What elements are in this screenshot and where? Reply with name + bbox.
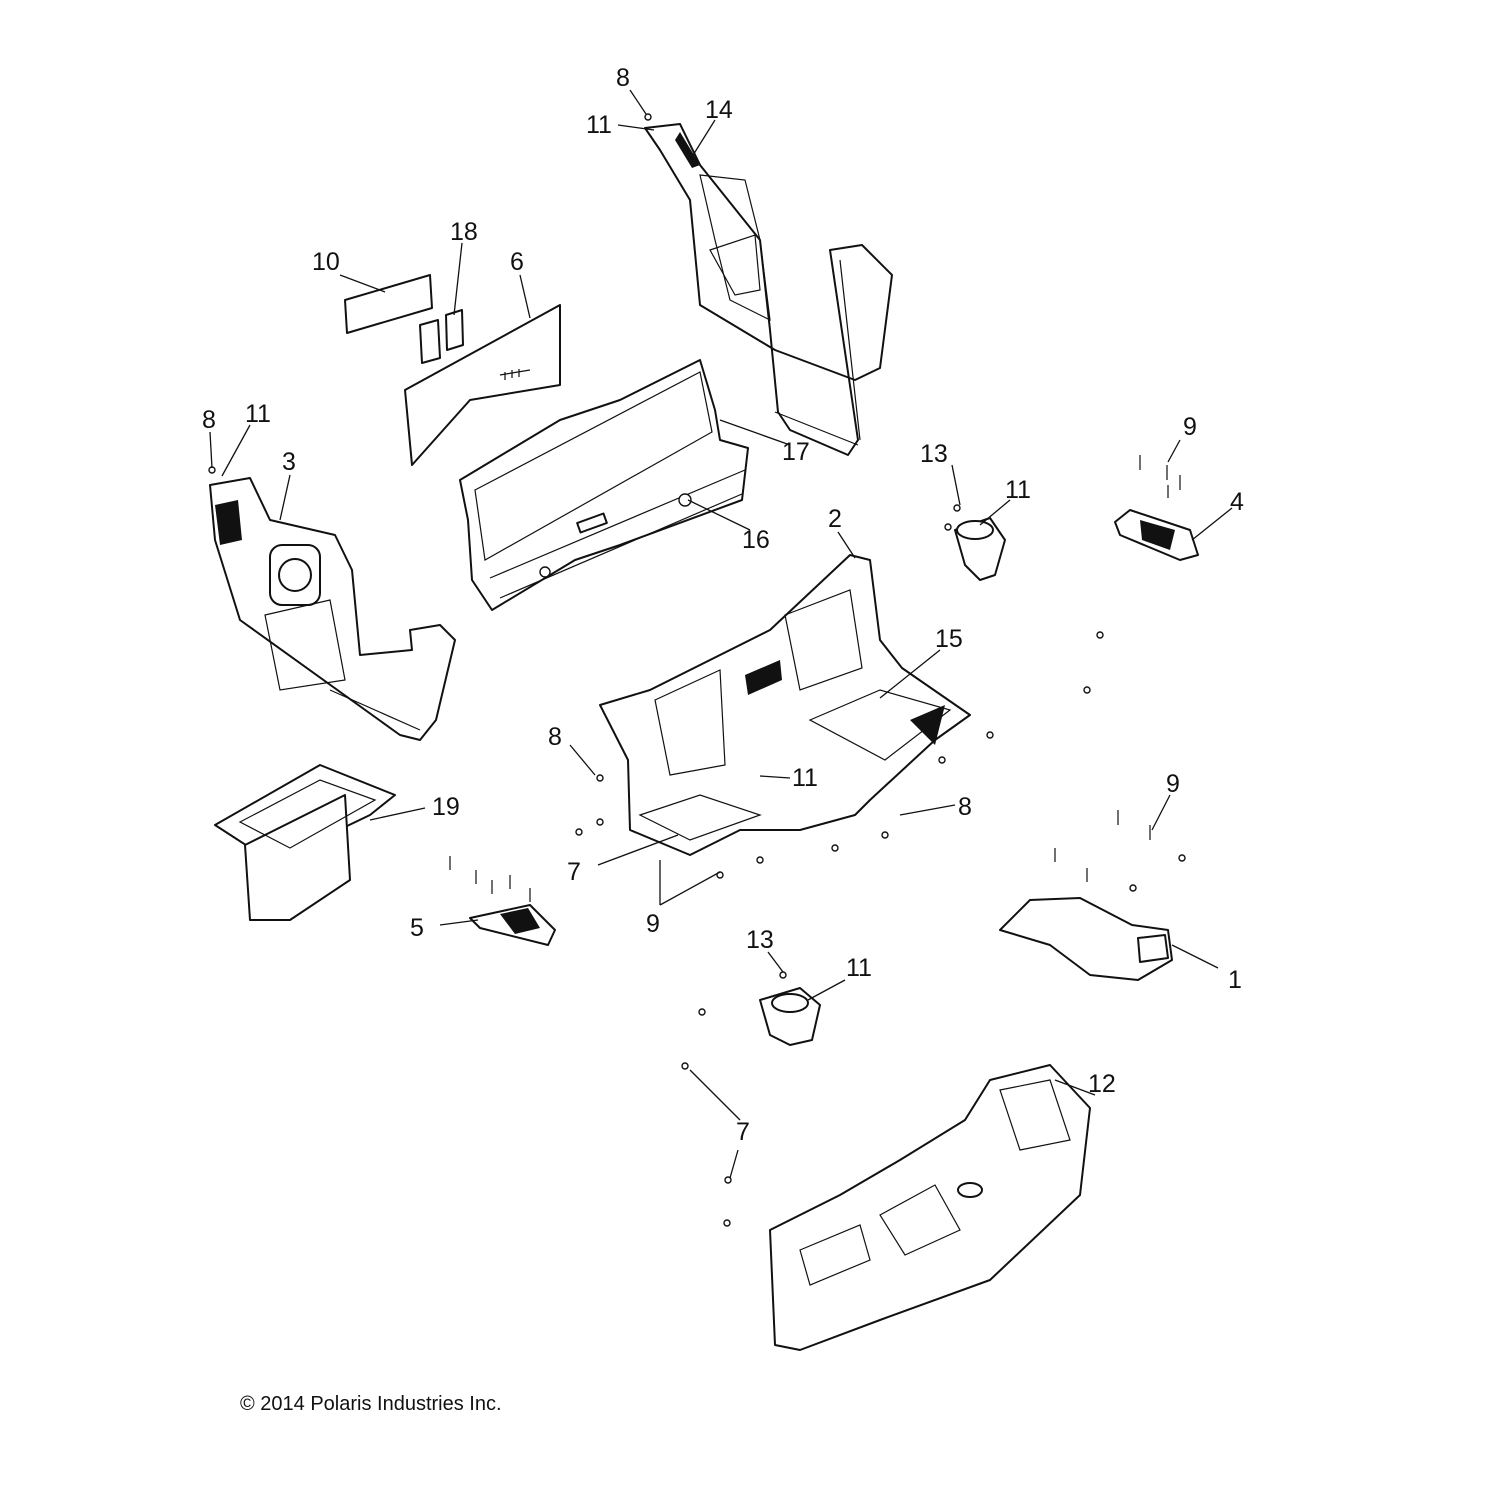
callout-label: 11 [792,764,818,792]
fasteners [208,113,1186,1227]
callout-label: 8 [202,406,216,434]
part-12-lower-floor [769,1064,1091,1351]
callout-label: 8 [548,723,562,751]
part-10-label [344,274,433,334]
callout-label: 12 [1088,1070,1116,1098]
callout-label: 7 [736,1118,750,1146]
part-11-cup-holder-lower [759,987,821,1046]
part-3-side-panel [209,477,456,741]
callout-label: 7 [567,858,581,886]
callout-label: 18 [450,218,478,246]
callout-label: 1 [1228,966,1242,994]
part-6-plate [404,304,561,466]
part-11-cup-holder-upper [954,517,1006,581]
part-2-floor-assembly [599,554,971,856]
callout-label: 13 [746,926,774,954]
callout-label: 19 [432,793,460,821]
callout-label: 11 [846,954,872,982]
callout-label: 5 [410,914,424,942]
part-1-foot-well [999,897,1173,981]
callout-label: 11 [586,111,612,139]
callouts: 8 11 14 18 10 6 8 11 3 17 16 13 11 9 4 2… [202,64,1244,1146]
part-4-foot-rest [1114,509,1199,561]
part-19-storage-bin [214,764,396,921]
callout-label: 4 [1230,488,1244,516]
callout-label: 9 [1183,413,1197,441]
callout-label: 11 [1005,476,1031,504]
part-18-decals [419,309,464,364]
callout-label: 6 [510,248,524,276]
callout-label: 3 [282,448,296,476]
callout-label: 8 [616,64,630,92]
callout-label: 2 [828,505,842,533]
part-17-bulkhead [459,359,749,611]
callout-label: 15 [935,625,963,653]
callout-label: 8 [958,793,972,821]
callout-label: 17 [782,438,810,466]
callout-label: 13 [920,440,948,468]
callout-label: 16 [742,526,770,554]
callout-label: 9 [1166,770,1180,798]
copyright-notice: © 2014 Polaris Industries Inc. [240,1393,502,1415]
callout-label: 10 [312,248,340,276]
callout-label: 11 [245,400,271,428]
callout-label: 9 [646,910,660,938]
leader-lines [209,89,1233,1179]
part-5-foot-rest [469,904,556,946]
part-14-upper-side-panel [644,123,893,456]
callout-label: 14 [705,96,733,124]
